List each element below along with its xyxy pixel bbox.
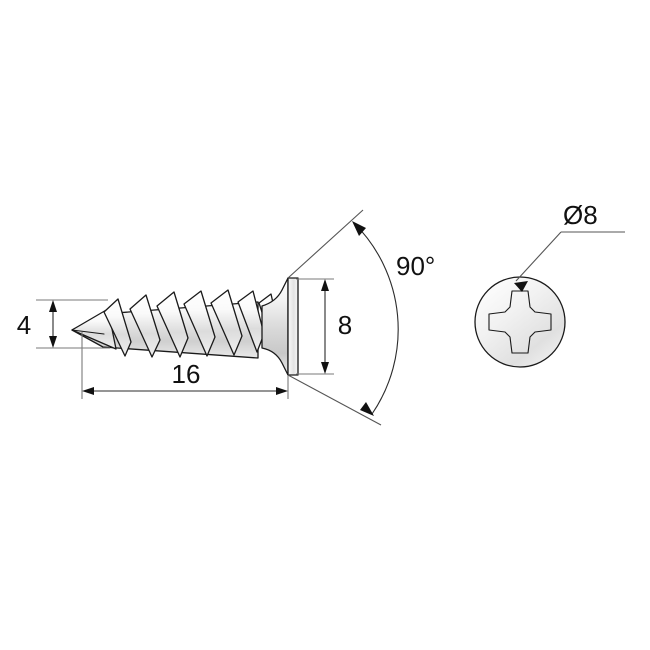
head-diameter-dimension: 8 [296, 278, 352, 375]
shank-diameter-value: 4 [17, 310, 31, 340]
side-view [71, 277, 299, 376]
countersunk-head [261, 277, 299, 376]
head-view [474, 276, 566, 368]
shank-diameter-dimension: 4 [17, 299, 110, 349]
countersink-angle-value: 90° [396, 251, 435, 281]
length-dimension: 16 [81, 332, 289, 399]
length-value: 16 [172, 359, 201, 389]
head-diameter-callout: Ø8 [514, 200, 625, 292]
head-diameter-callout-value: Ø8 [563, 200, 598, 230]
countersink-angle-dimension: 90° [287, 209, 435, 426]
cross-recess [488, 290, 552, 354]
head-diameter-value: 8 [338, 310, 352, 340]
